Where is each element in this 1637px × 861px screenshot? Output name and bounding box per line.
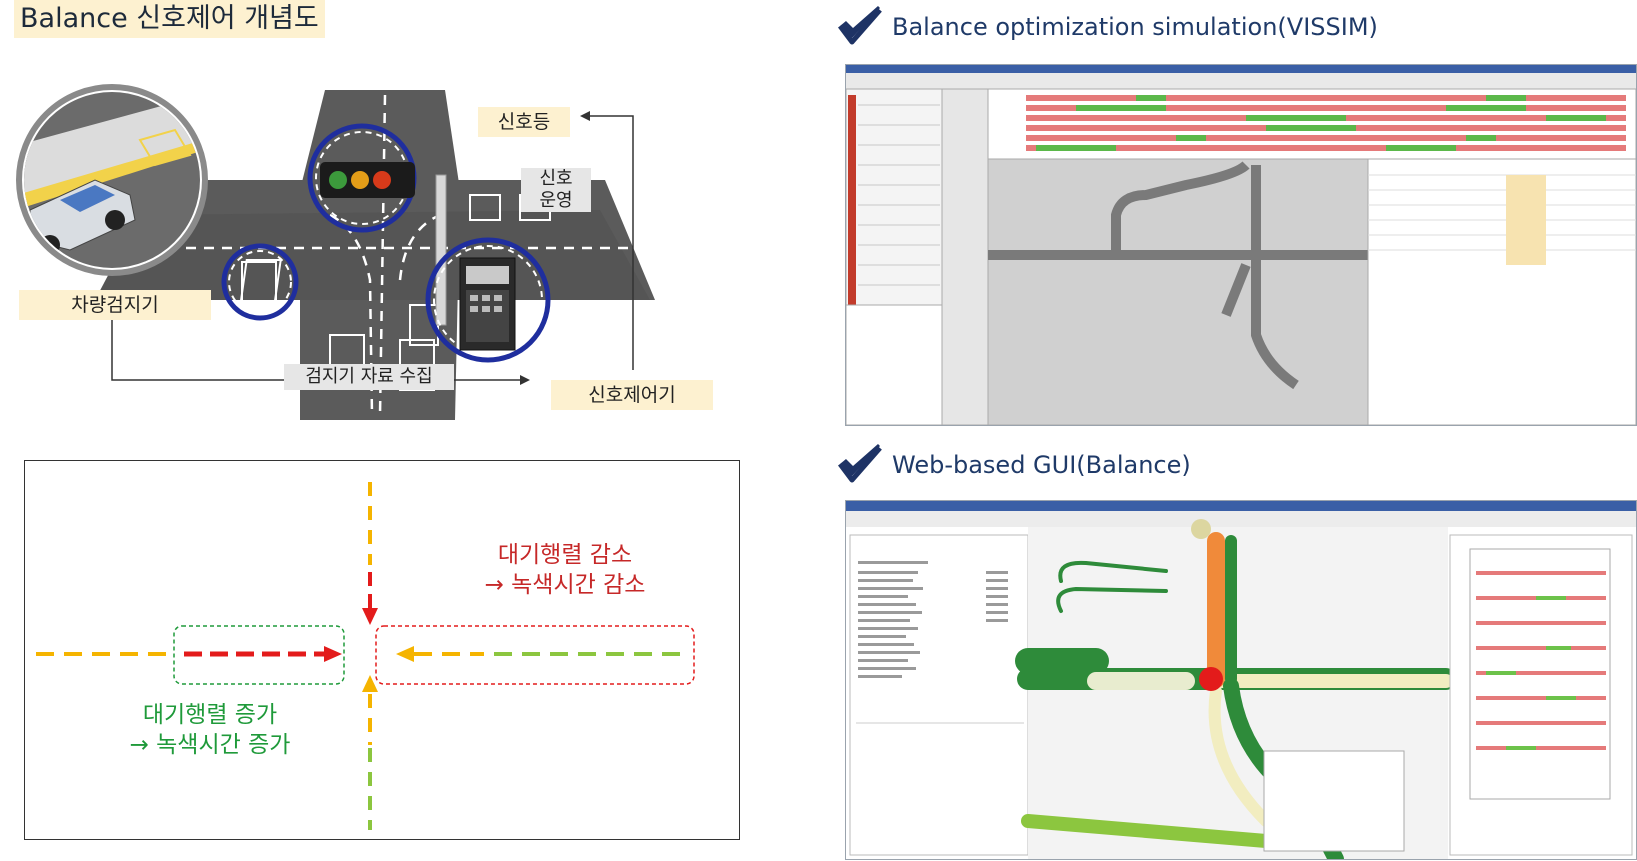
west-arrowhead — [324, 646, 342, 662]
queue-decrease-box — [375, 625, 695, 685]
checkmark-icon — [838, 6, 882, 45]
detector-highlight-circle — [221, 243, 299, 321]
queue-decrease-line1: 대기행렬 감소 — [497, 542, 633, 568]
east-arrowhead — [396, 646, 414, 662]
north-arrowhead — [362, 608, 378, 625]
gui-section-title: Web-based GUI(Balance) — [892, 451, 1191, 479]
controller-highlight-circle — [425, 237, 551, 363]
queue-concept-diagram — [24, 460, 740, 840]
signal-light-label: 신호등 — [478, 107, 570, 137]
queue-increase-line1: 대기행렬 증가 — [142, 702, 278, 728]
queue-increase-text: 대기행렬 증가 → 녹색시간 증가 — [80, 700, 340, 760]
queue-increase-line2: → 녹색시간 증가 — [129, 732, 291, 758]
vissim-section-title: Balance optimization simulation(VISSIM) — [892, 13, 1378, 41]
queue-arrows — [36, 482, 695, 830]
vehicle-detector-inset — [16, 84, 208, 276]
checkmark-icon — [838, 444, 882, 483]
detector-data-label: 검지기 자료 수집 — [284, 364, 454, 390]
vehicle-detector-label: 차량검지기 — [19, 290, 211, 320]
signal-controller-label: 신호제어기 — [551, 380, 713, 410]
vissim-screenshot — [845, 64, 1637, 426]
south-arrowhead — [362, 675, 378, 692]
queue-decrease-line2: → 녹색시간 감소 — [484, 572, 646, 598]
intersection-illustration — [16, 84, 655, 420]
page-title: Balance 신호제어 개념도 — [14, 0, 325, 38]
signal-operation-label: 신호 운영 — [521, 168, 591, 212]
signal-operation-line1: 신호 — [539, 168, 573, 189]
queue-decrease-text: 대기행렬 감소 → 녹색시간 감소 — [440, 540, 690, 600]
vissim-window-illustration — [846, 65, 1636, 425]
balance-gui-illustration — [846, 501, 1636, 859]
queue-increase-box — [173, 625, 345, 685]
balance-gui-screenshot — [845, 500, 1637, 860]
signal-operation-line2: 운영 — [539, 190, 573, 211]
traffic-light-icon — [320, 162, 415, 198]
signal-controller-cabinet-icon — [459, 257, 516, 351]
